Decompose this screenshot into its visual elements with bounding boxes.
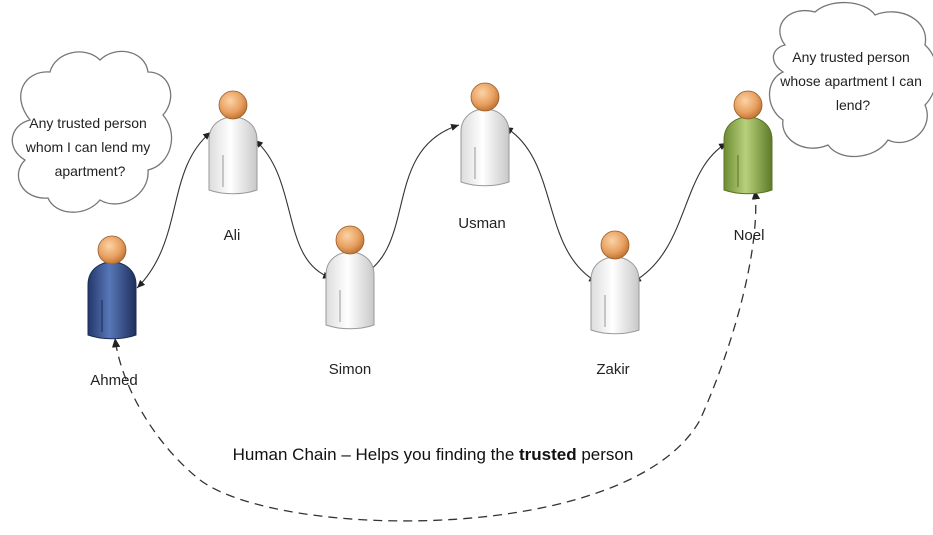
connector-simon-usman <box>356 124 460 279</box>
connector-ali-simon <box>254 139 332 279</box>
bubble-left-line-3: apartment? <box>55 163 126 179</box>
person-simon-head <box>335 225 365 255</box>
person-simon-body <box>325 251 375 330</box>
caption-suffix: person <box>577 445 634 464</box>
connector-zakir-noel <box>632 142 728 283</box>
thought-bubble-right: Any trusted person whose apartment I can… <box>769 1 933 158</box>
bubble-left-line-2: whom I can lend my <box>25 139 151 155</box>
person-ali-head <box>218 90 248 120</box>
bubble-right-line-1: Any trusted person <box>792 49 910 65</box>
person-ahmed-head <box>97 235 127 265</box>
connector-usman-zakir <box>504 126 598 283</box>
label-noel: Noel <box>734 227 765 244</box>
label-ahmed: Ahmed <box>90 372 138 389</box>
thought-bubble-left: Any trusted person whom I can lend my ap… <box>11 50 173 213</box>
person-zakir-head <box>600 230 630 260</box>
person-zakir-body <box>590 256 640 335</box>
person-simon <box>325 225 375 330</box>
caption-prefix: Human Chain – Helps you finding the <box>233 445 519 464</box>
label-simon: Simon <box>329 361 372 378</box>
person-usman-body <box>460 108 510 187</box>
person-noel-head <box>733 90 763 120</box>
bubble-right-line-2: whose apartment I can <box>779 73 922 89</box>
svg-text:Any trusted person whom: Any trusted person whom I can lend my ap… <box>25 115 154 179</box>
label-zakir: Zakir <box>596 361 629 378</box>
person-ali-body <box>208 116 258 195</box>
person-ahmed <box>87 235 137 340</box>
person-usman <box>460 82 510 187</box>
person-zakir <box>590 230 640 335</box>
label-usman: Usman <box>458 215 506 232</box>
person-noel-body <box>723 116 773 195</box>
person-usman-head <box>470 82 500 112</box>
person-noel <box>723 90 773 195</box>
bubble-right-line-3: lend? <box>836 97 870 113</box>
person-ahmed-body <box>87 261 137 340</box>
bubble-left-line-1: Any trusted person <box>29 115 147 131</box>
svg-text:Any trusted person whose: Any trusted person whose apartment I can… <box>779 49 926 113</box>
chain-connectors <box>111 124 761 522</box>
connector-human-chain-dashed <box>111 189 761 522</box>
person-ali <box>208 90 258 195</box>
caption-bold: trusted <box>519 445 577 464</box>
label-ali: Ali <box>224 227 241 244</box>
diagram-caption: Human Chain – Helps you finding the trus… <box>233 445 634 464</box>
